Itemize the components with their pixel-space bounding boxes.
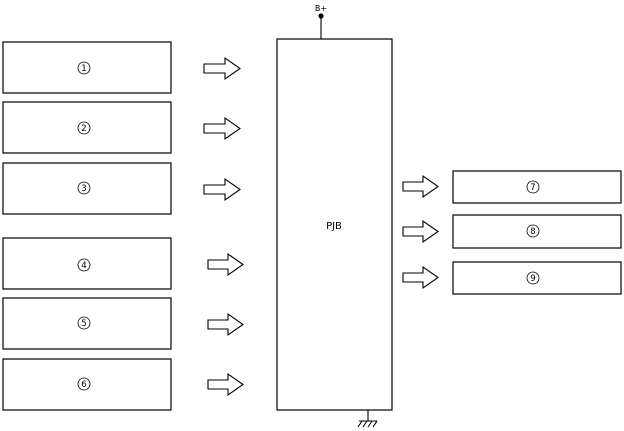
input-number-6: 6 — [81, 380, 86, 390]
input-number-2: 2 — [81, 124, 86, 134]
input-box-4: 4 — [2, 237, 172, 290]
input-box-1: 1 — [2, 41, 172, 94]
output-arrow-7 — [402, 174, 439, 199]
input-number-1: 1 — [81, 64, 86, 74]
input-arrow-6 — [207, 372, 244, 397]
output-number-9: 9 — [530, 274, 535, 284]
ground-icon — [357, 410, 378, 428]
input-marker-6 — [77, 377, 91, 391]
pjb-label: PJB — [326, 221, 342, 232]
input-number-5: 5 — [81, 319, 86, 329]
input-box-5: 5 — [2, 297, 172, 350]
input-marker-1 — [77, 61, 91, 75]
input-arrow-5 — [207, 312, 244, 337]
input-box-3: 3 — [2, 162, 172, 215]
input-box-6: 6 — [2, 358, 172, 411]
output-arrow-8 — [402, 219, 439, 244]
input-number-3: 3 — [81, 184, 86, 194]
input-number-4: 4 — [81, 261, 86, 271]
input-marker-3 — [77, 181, 91, 195]
output-box-9: 9 — [452, 261, 622, 295]
input-arrow-3 — [203, 177, 241, 202]
output-arrow-9 — [402, 265, 439, 290]
output-marker-8 — [526, 224, 540, 238]
input-arrow-2 — [203, 116, 241, 141]
input-arrow-4 — [207, 252, 244, 277]
input-box-2: 2 — [2, 101, 172, 154]
output-box-7: 7 — [452, 170, 622, 204]
input-arrow-1 — [203, 56, 241, 81]
supply-node — [318, 13, 324, 19]
output-marker-7 — [526, 180, 540, 194]
output-marker-9 — [526, 271, 540, 285]
output-box-8: 8 — [452, 214, 622, 249]
pjb-block: PJB — [276, 38, 393, 411]
input-marker-2 — [77, 121, 91, 135]
output-number-8: 8 — [530, 227, 535, 237]
output-number-7: 7 — [530, 183, 535, 193]
input-marker-5 — [77, 316, 91, 330]
supply-label: B+ — [315, 4, 327, 13]
input-marker-4 — [77, 258, 91, 272]
supply-terminal: B+ — [315, 4, 327, 39]
